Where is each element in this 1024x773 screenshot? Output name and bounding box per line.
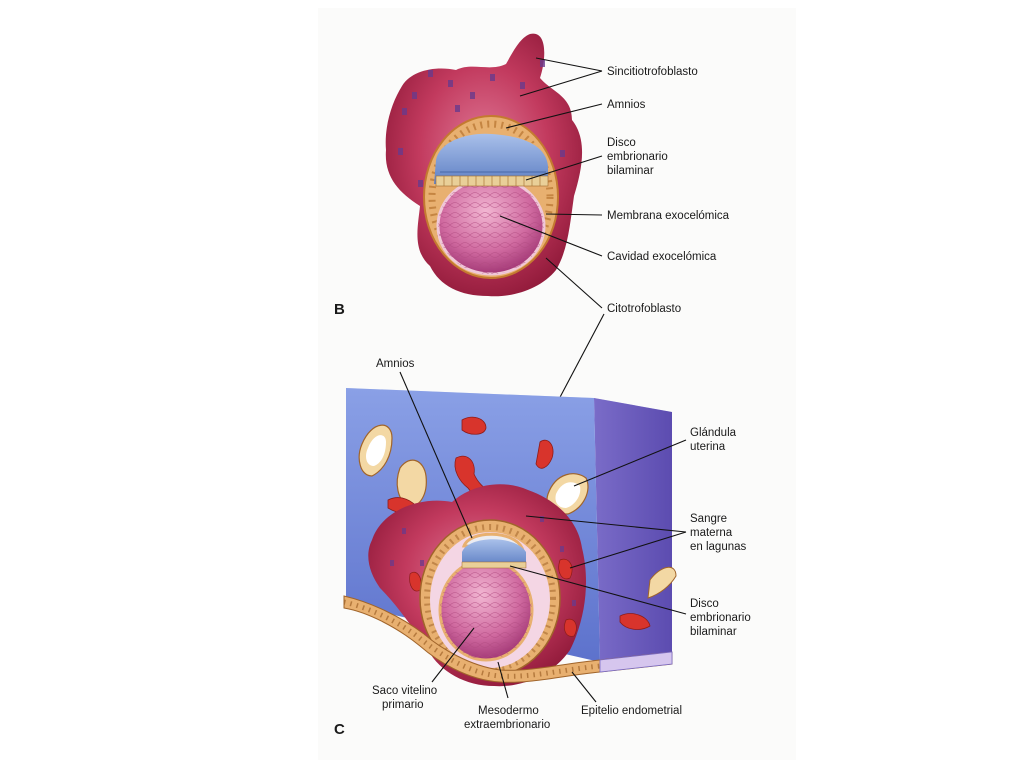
panel-b-bilaminar-disc <box>434 133 548 184</box>
label-b-amnios: Amnios <box>607 99 646 111</box>
label-c-meso-1: Mesodermo <box>478 705 539 717</box>
panel-c-implantation-block: Amnios Glándula uterina Sangre materna e… <box>334 358 751 738</box>
leader-b-citotrofo <box>545 257 603 309</box>
leader-b-cavidad <box>499 215 603 257</box>
leader-b-membrana <box>545 213 603 216</box>
label-c-sangre-3: en lagunas <box>690 541 747 553</box>
leader-b-sincitio-1 <box>535 57 603 72</box>
label-b-disco-2: embrionario <box>607 151 668 163</box>
label-c-disco-2: embrionario <box>690 612 751 624</box>
label-c-glandula-1: Glándula <box>690 427 737 439</box>
label-b-membrana: Membrana exocelómica <box>607 210 730 222</box>
label-c-disco-1: Disco <box>690 598 719 610</box>
label-b-cavidad: Cavidad exocelómica <box>607 251 717 263</box>
leader-b-disco <box>525 155 603 181</box>
label-b-disco-3: bilaminar <box>607 165 654 177</box>
leader-c-disco <box>509 565 687 615</box>
leader-c-meso <box>497 661 509 699</box>
leader-b-sincitio-2 <box>519 70 603 97</box>
label-c-glandula-2: uterina <box>690 441 726 453</box>
label-c-saco-1: Saco vitelino <box>372 685 437 697</box>
label-b-citotrofoblasto: Citotrofoblasto <box>607 303 681 315</box>
leader-c-sangre-1 <box>525 515 687 533</box>
leader-c-amnios <box>399 371 473 539</box>
panel-c-uterine-glands <box>358 424 677 599</box>
label-c-epitelio: Epitelio endometrial <box>581 705 682 717</box>
label-b-disco-1: Disco <box>607 137 636 149</box>
panel-c-bilaminar-disc <box>462 539 526 566</box>
label-c-disco-3: bilaminar <box>690 626 737 638</box>
leader-c-epitelio <box>571 671 597 703</box>
label-c-saco-2: primario <box>382 699 424 711</box>
panel-b-blastocyst: Sincitiotrofoblasto Amnios Disco embrion… <box>334 33 730 318</box>
panel-b-letter: B <box>334 301 345 318</box>
panel-c-letter: C <box>334 721 345 738</box>
label-c-amnios: Amnios <box>376 358 415 370</box>
label-c-sangre-2: materna <box>690 527 733 539</box>
label-c-meso-2: extraembrionario <box>464 719 550 731</box>
leader-c-glandula <box>573 439 687 487</box>
label-c-sangre-1: Sangre <box>690 513 727 525</box>
leader-c-sangre-2 <box>569 531 687 569</box>
label-b-sincitiotrofoblasto: Sincitiotrofoblasto <box>607 66 698 78</box>
leader-c-saco <box>431 627 475 683</box>
leader-b-amnios <box>505 103 603 129</box>
